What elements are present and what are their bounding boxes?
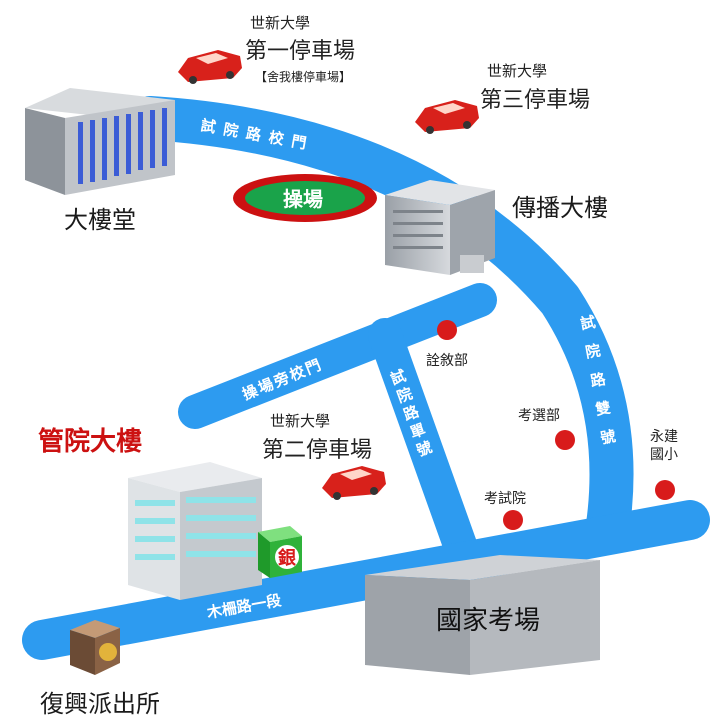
building-label-police: 復興派出所: [40, 690, 160, 718]
car-icon: [178, 50, 242, 84]
playground-track: [233, 174, 377, 222]
poi-dot-yongjian: [655, 480, 675, 500]
building-label-datoutang: 大樓堂: [64, 206, 136, 234]
road-shiyuan-odd: [368, 318, 477, 562]
chuanbo-building: [385, 180, 495, 275]
datoutang-building: [25, 88, 175, 195]
parking-lot1-name: 第一停車場: [245, 39, 356, 64]
poi-label-quanxu: 詮敘部: [426, 353, 468, 369]
bank-sign: 銀: [278, 547, 296, 569]
poi-dot-quanxu: [437, 320, 457, 340]
poi-label-kaoxuan: 考選部: [518, 408, 560, 424]
car-icon: [322, 466, 386, 500]
parking-lot2-name: 第二停車場: [262, 438, 373, 463]
building-label-guanyuan: 管院大樓: [38, 427, 143, 457]
poi-dot-kaoshi: [503, 510, 523, 530]
poi-dot-kaoxuan: [555, 430, 575, 450]
car-icon: [415, 100, 479, 134]
parking-lot1-university: 世新大學: [250, 14, 311, 32]
exam-hall-building: [365, 555, 600, 675]
police-station-building: [70, 620, 120, 675]
parking-lot2-university: 世新大學: [270, 412, 331, 430]
road-shiyuan-gate-arc: [128, 96, 634, 547]
road-playground-gate: [178, 283, 497, 429]
poi-label-yongjian: 永建國小: [650, 429, 678, 463]
building-label-exam-hall: 國家考場: [436, 606, 541, 636]
playground-label: 操場: [283, 187, 323, 211]
bank-building: [258, 526, 302, 578]
guanyuan-building: [128, 462, 262, 600]
building-label-chuanbo: 傳播大樓: [512, 194, 608, 222]
poi-label-kaoshi: 考試院: [484, 491, 526, 507]
parking-lot3-university: 世新大學: [487, 62, 548, 80]
parking-lot3-name: 第三停車場: [480, 88, 591, 113]
poi-markers: [437, 320, 675, 530]
parking-lot1-note: 【舍我樓停車場】: [255, 70, 352, 84]
